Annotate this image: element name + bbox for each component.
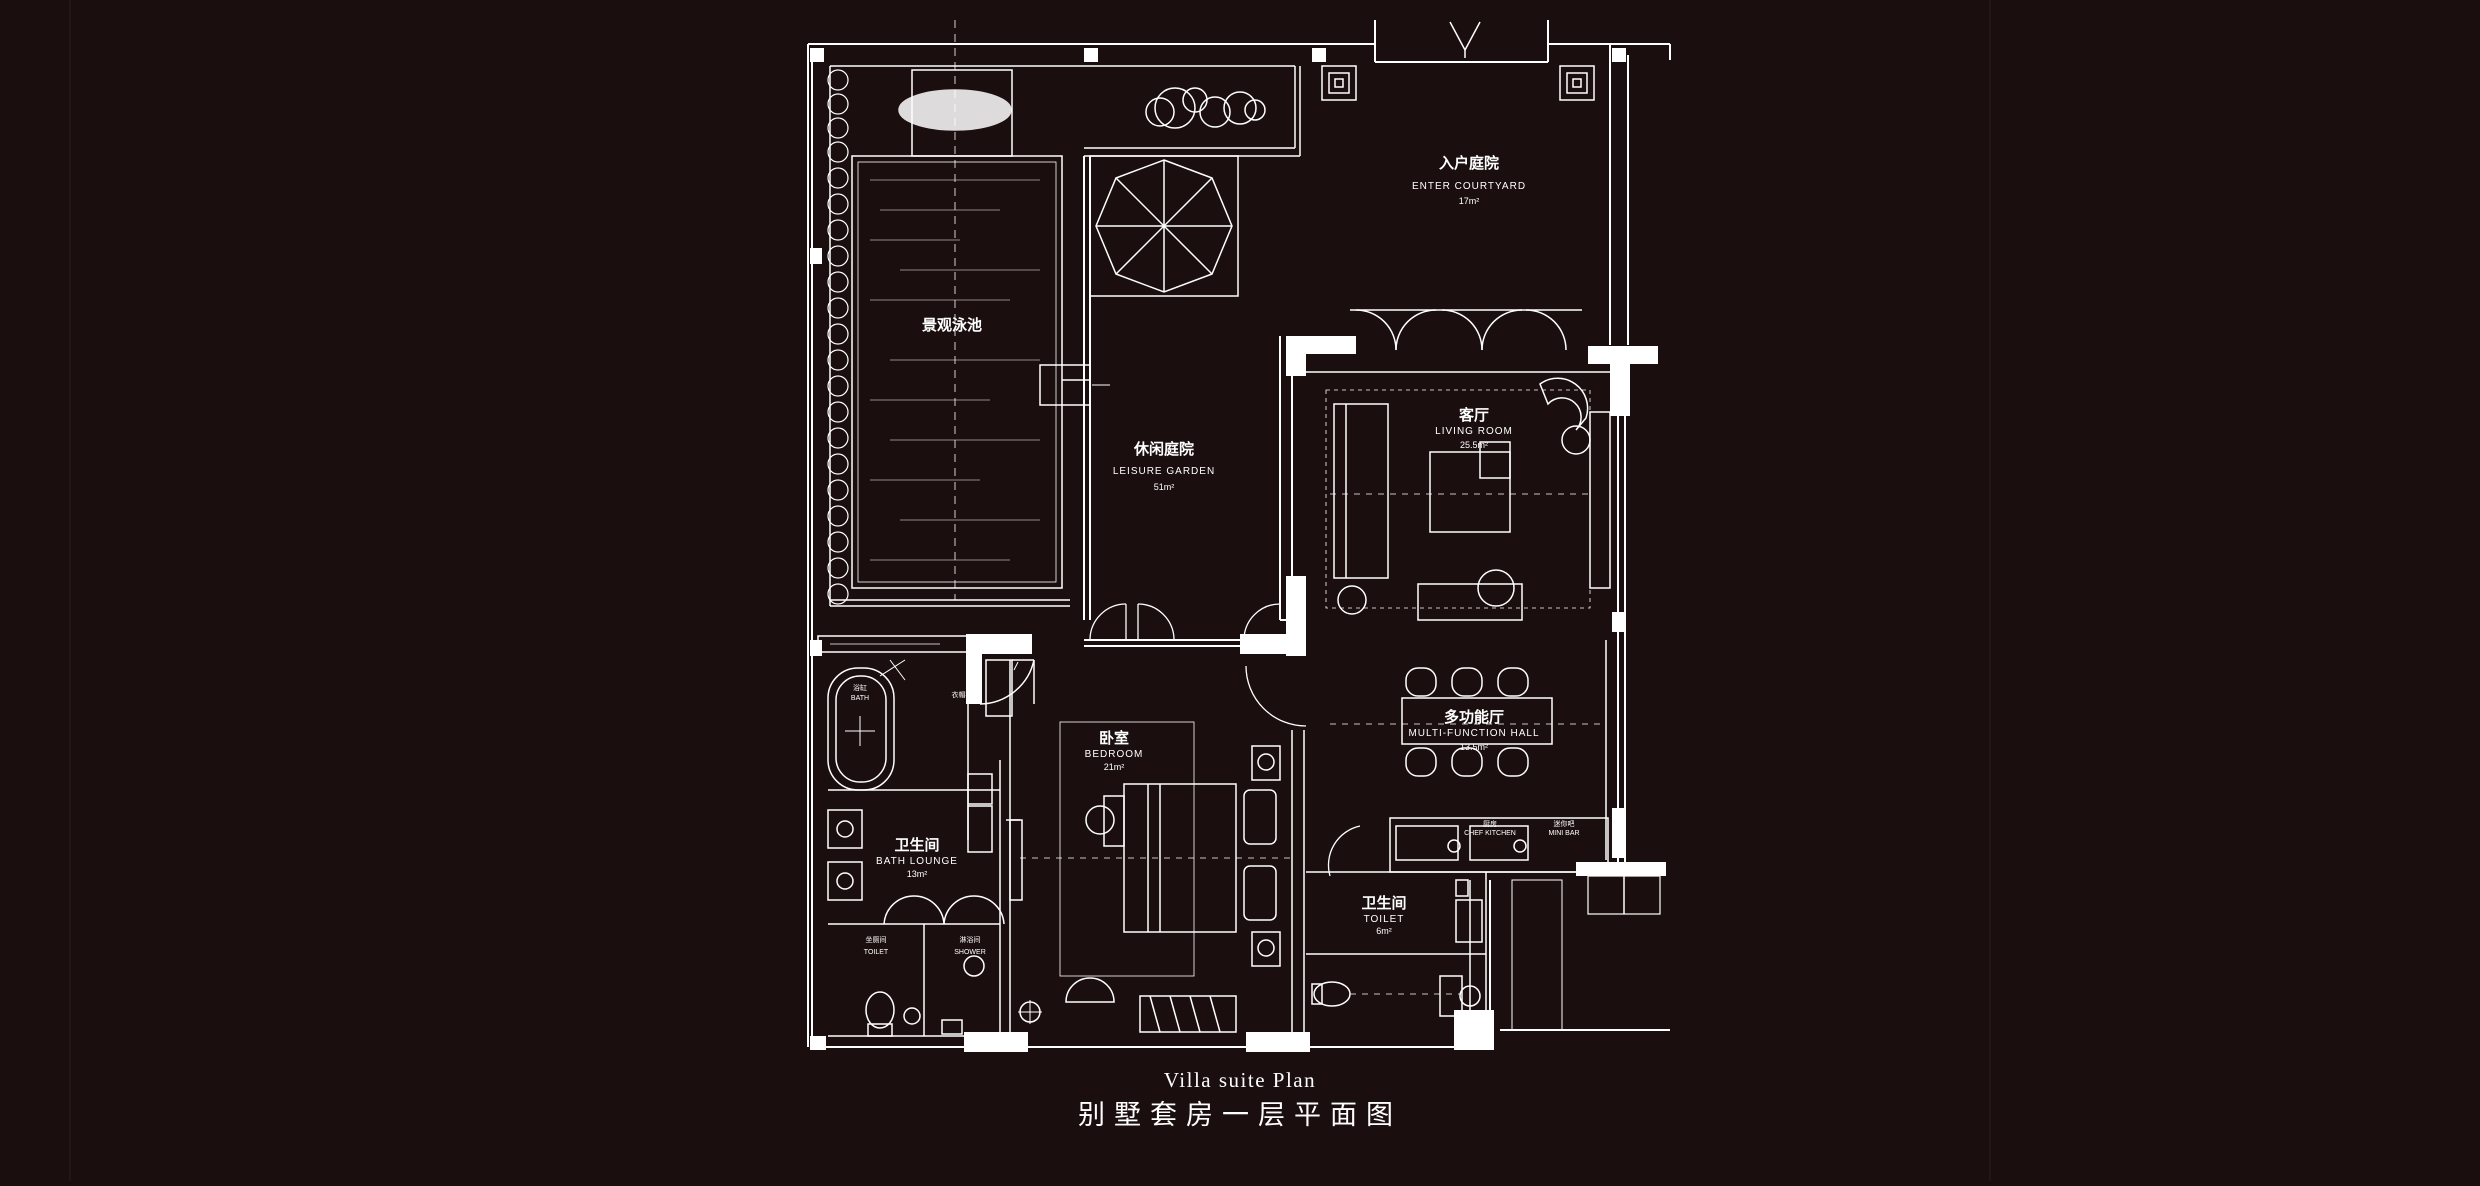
- living-room: [1306, 309, 1618, 621]
- garden-umbrella: [1089, 155, 1239, 297]
- hedge-row: [827, 69, 849, 605]
- bedroom-area: 21m²: [1104, 762, 1125, 772]
- bedroom-label-en: BEDROOM: [1085, 749, 1144, 760]
- bath-lounge: [817, 635, 1034, 1037]
- drafting-frame: [69, 0, 1991, 1181]
- plan-title-zh: 别墅套房一层平面图: [1078, 1100, 1402, 1131]
- mini-bar-label-zh: 迷你吧: [1554, 819, 1575, 828]
- garden-area: 51m²: [1154, 482, 1175, 492]
- garden-label-zh: 休闲庭院: [1133, 440, 1194, 458]
- garden-walls: [1083, 156, 1293, 647]
- toilet-small-label-zh: 坐厕间: [866, 935, 887, 944]
- exterior-walls: [807, 20, 1671, 1048]
- bedroom-label-zh: 卧室: [1099, 729, 1129, 747]
- garden-doors: [1089, 603, 1281, 641]
- bath-lounge-area: 13m²: [907, 869, 928, 879]
- shower-label-zh: 淋浴间: [960, 935, 981, 944]
- toilet-small-label-en: TOILET: [864, 949, 889, 956]
- multi-function-hall: [1306, 640, 1609, 873]
- garden-label-en: LEISURE GARDEN: [1113, 466, 1215, 477]
- toilet-label-zh: 卫生间: [1361, 894, 1406, 912]
- bath-label-en: BATH: [851, 695, 869, 702]
- living-area: 25.5m²: [1460, 440, 1488, 450]
- bath-lounge-label-en: BATH LOUNGE: [876, 856, 958, 867]
- bath-label-zh: 浴缸: [853, 683, 867, 692]
- toilet-label-en: TOILET: [1364, 914, 1405, 925]
- pool-label-zh: 景观泳池: [922, 316, 982, 334]
- structural-columns: [810, 48, 1666, 1052]
- toilet-room: [1306, 872, 1661, 1031]
- living-label-zh: 客厅: [1458, 406, 1489, 424]
- kitchen-label-en: CHEF KITCHEN: [1464, 830, 1516, 837]
- hall-door-arcs: [1245, 665, 1361, 877]
- courtyard-area: 17m²: [1459, 196, 1480, 206]
- multi-hall-label-en: MULTI-FUNCTION HALL: [1408, 728, 1539, 739]
- closet-label: 衣帽柜: [952, 690, 973, 699]
- toilet-area: 6m²: [1376, 926, 1392, 936]
- courtyard-label-zh: 入户庭院: [1439, 154, 1499, 172]
- living-label-en: LIVING ROOM: [1435, 426, 1513, 437]
- courtyard-label-en: ENTER COURTYARD: [1412, 181, 1526, 192]
- kitchen-label-zh: 厨房: [1483, 819, 1497, 828]
- shower-label-en: SHOWER: [954, 949, 986, 956]
- multi-hall-label-zh: 多功能厅: [1444, 708, 1504, 726]
- mini-bar-label-en: MINI BAR: [1548, 830, 1579, 837]
- multi-hall-area: 13.5m²: [1460, 742, 1488, 752]
- plan-title-en: Villa suite Plan: [1163, 1068, 1317, 1092]
- bath-lounge-label-zh: 卫生间: [894, 836, 939, 854]
- room-labels: 入户庭院 ENTER COURTYARD 17m² 景观泳池 休闲庭院 LEIS…: [851, 154, 1580, 956]
